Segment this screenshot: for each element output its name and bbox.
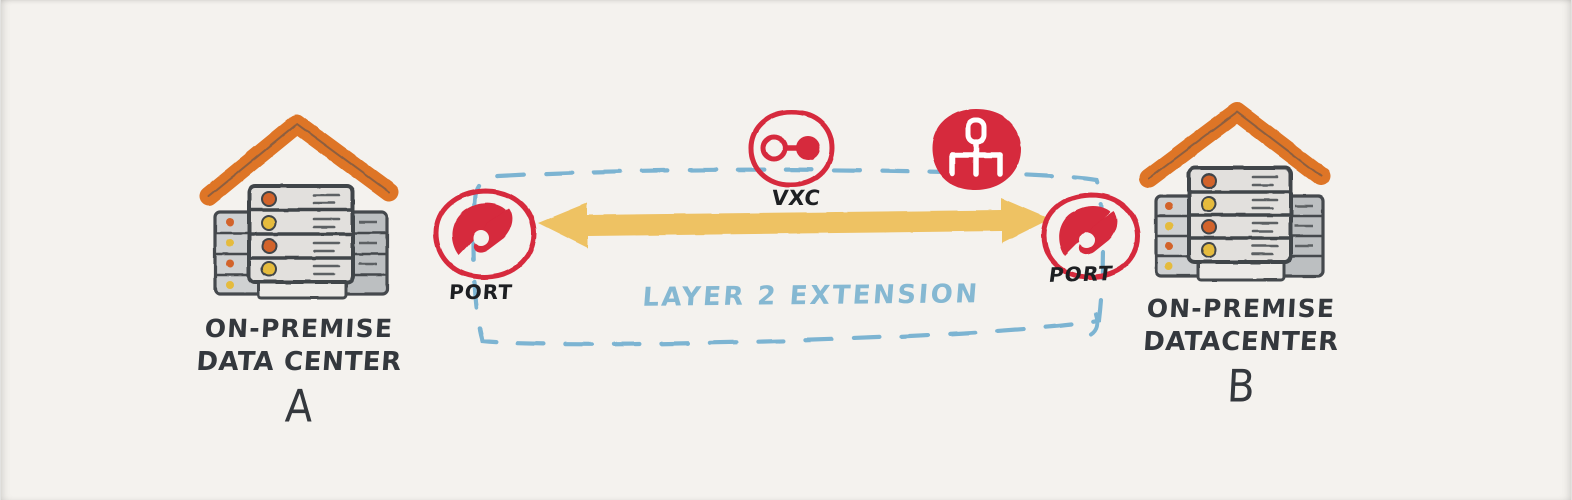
datacenter-b-caption-line3: B xyxy=(1225,361,1257,413)
main-server-rack xyxy=(247,184,355,300)
port-left-label: PORT xyxy=(448,280,514,304)
link-connection-icon xyxy=(760,134,820,162)
layer2-boundary-dashed-box xyxy=(470,167,1106,347)
datacenter-a-caption-line1: ON-PREMISE xyxy=(204,314,394,343)
main-server-rack xyxy=(1187,166,1293,282)
datacenter-b-icon xyxy=(1139,102,1331,282)
datacenter-a-icon xyxy=(199,114,399,300)
gauge-icon xyxy=(452,203,513,255)
vxc-node[interactable] xyxy=(748,109,835,188)
datacenter-b-caption-line2: DATACENTER xyxy=(1142,327,1340,357)
datacenter-b-caption-line1: ON-PREMISE xyxy=(1146,294,1336,323)
port-right-label: PORT xyxy=(1047,261,1115,287)
layer2-extension-label: LAYER 2 EXTENSION xyxy=(641,279,981,313)
port-left-node[interactable] xyxy=(433,188,537,280)
network-node[interactable] xyxy=(932,109,1021,190)
roof-icon xyxy=(199,114,399,206)
datacenter-a-caption: ON-PREMISE DATA CENTER A xyxy=(149,312,449,433)
roof-icon xyxy=(1139,102,1331,188)
datacenter-a-caption-line3: A xyxy=(283,381,315,433)
vxc-label: VXC xyxy=(770,186,822,210)
port-right-node[interactable] xyxy=(1041,192,1141,280)
bidirectional-arrow xyxy=(538,198,1050,248)
datacenter-a-caption-line2: DATA CENTER xyxy=(195,347,403,377)
datacenter-b-caption: ON-PREMISE DATACENTER B xyxy=(1091,292,1391,413)
network-fanout-icon xyxy=(949,117,1003,177)
gauge-icon xyxy=(1059,205,1118,256)
